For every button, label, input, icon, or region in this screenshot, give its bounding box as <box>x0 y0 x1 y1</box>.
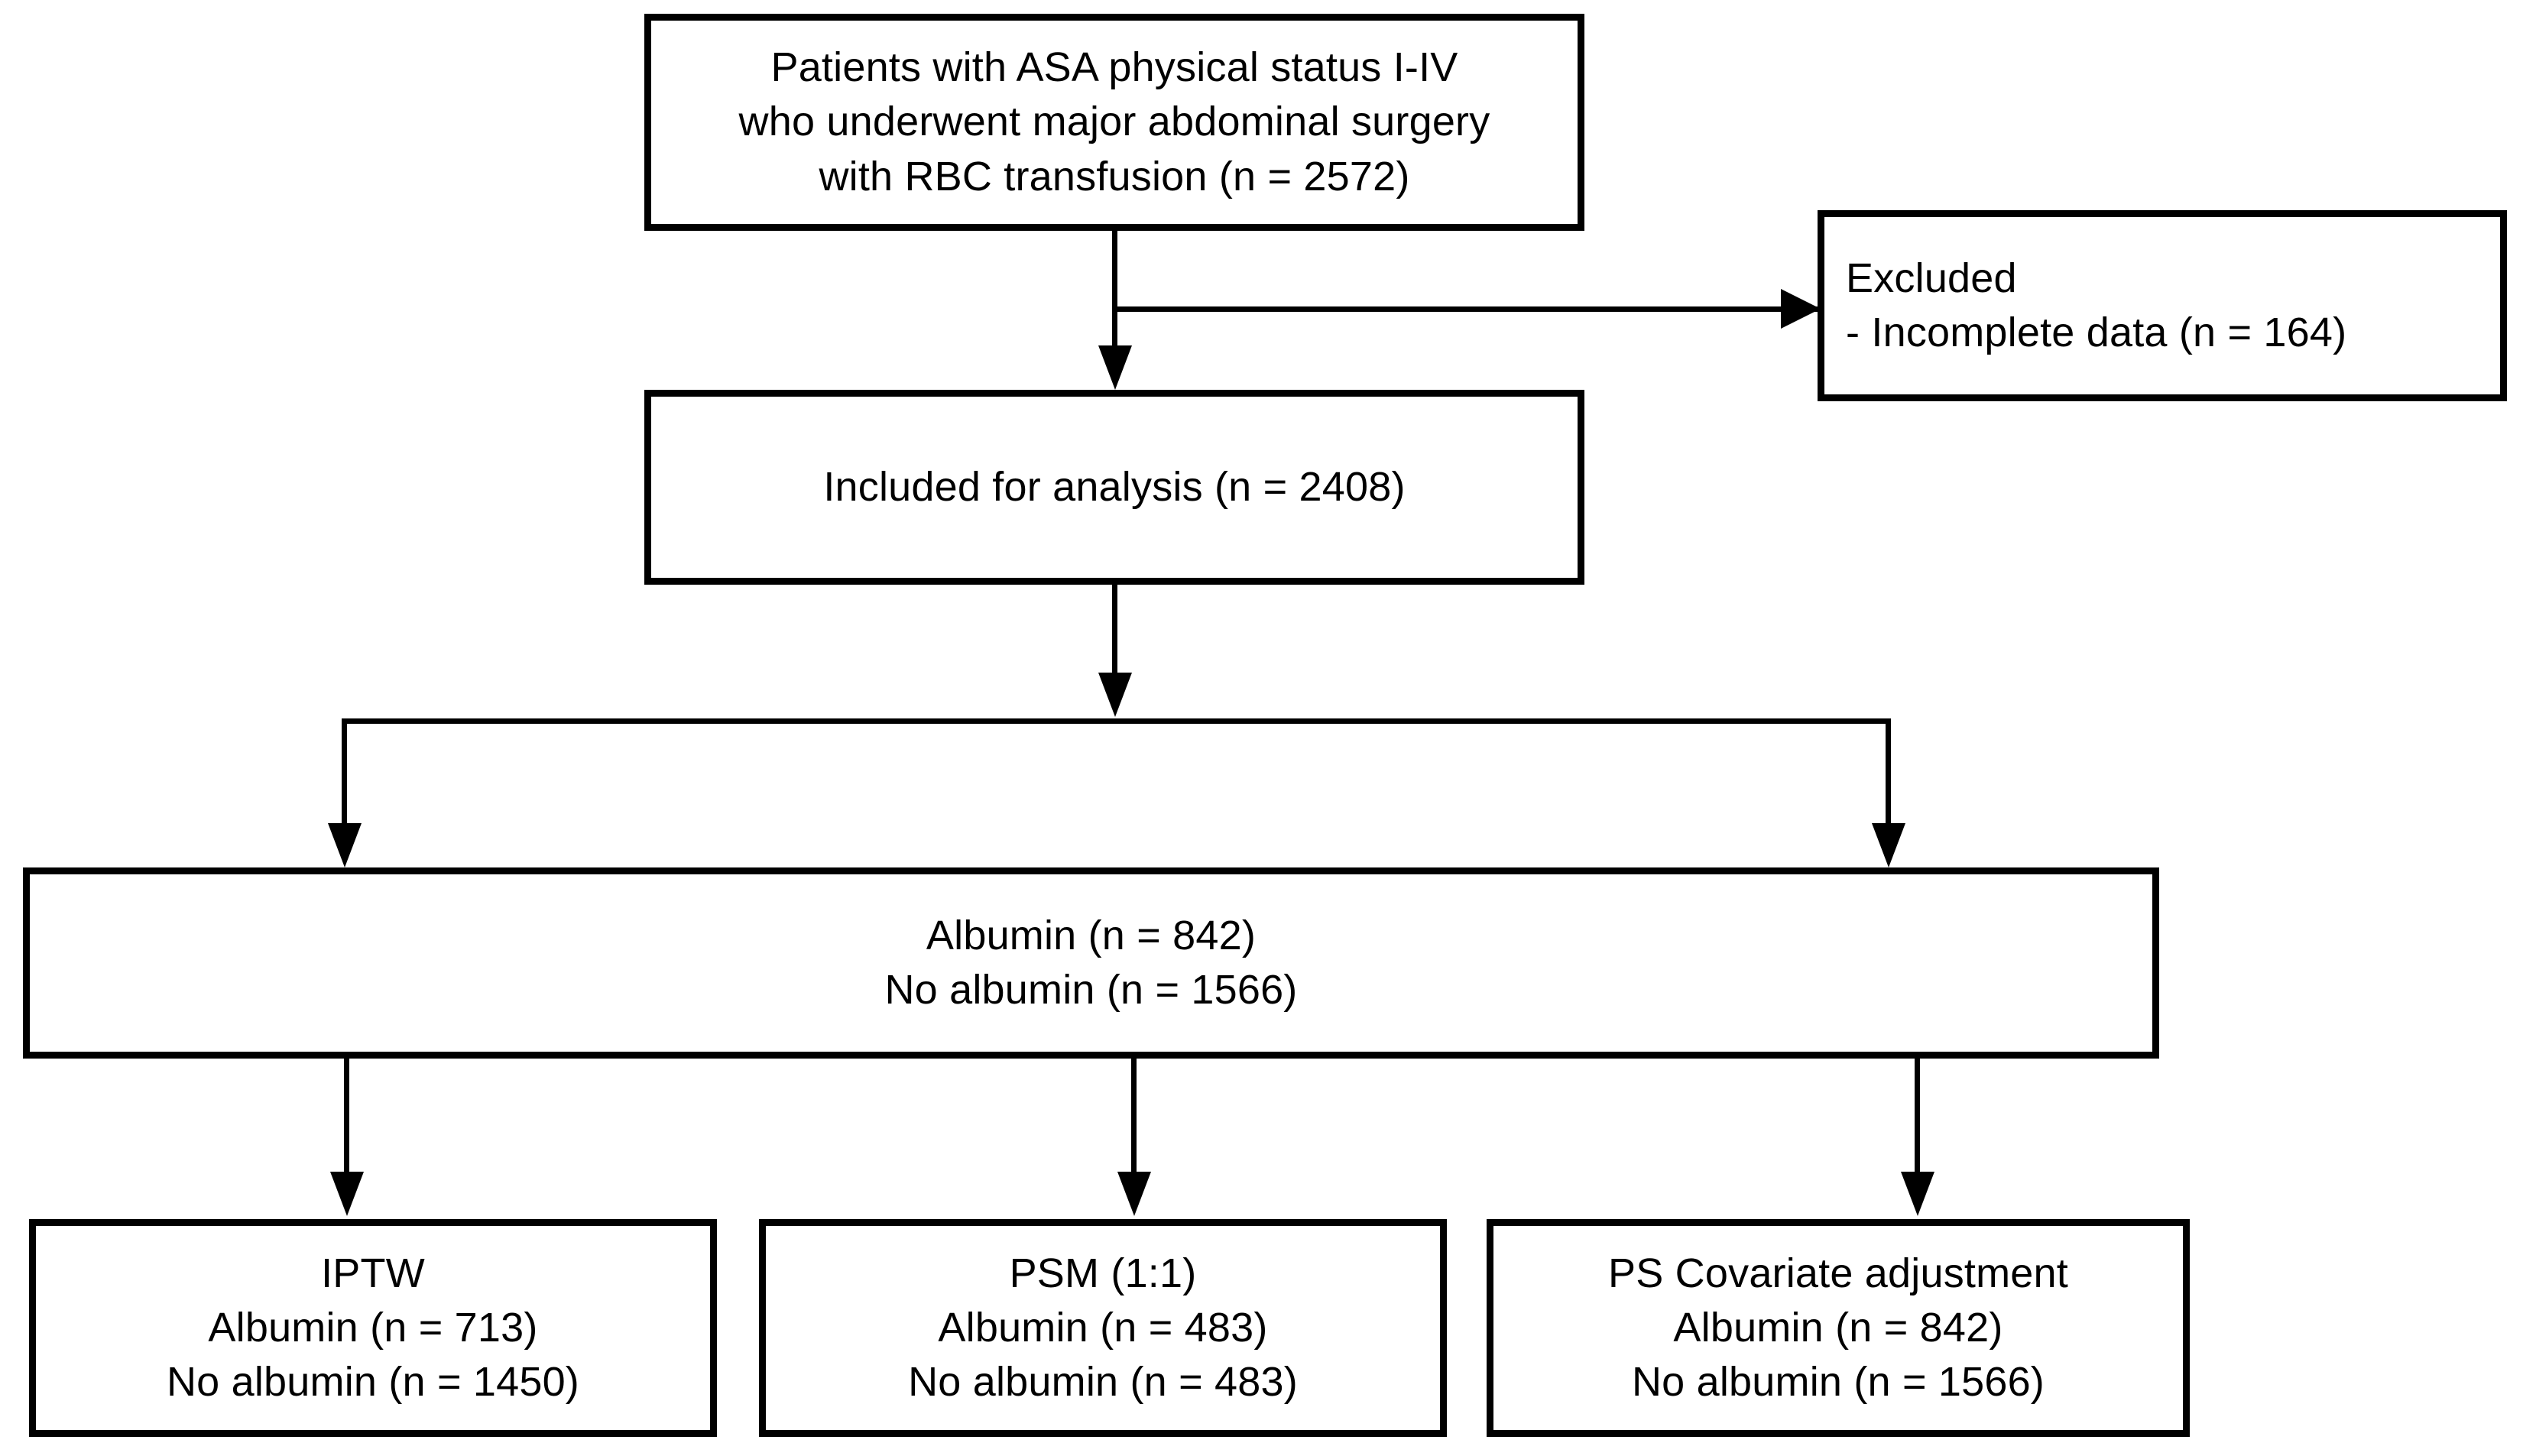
node-source-population-line-3: with RBC transfusion (n = 2572) <box>819 153 1410 199</box>
node-excluded-line-2: - Incomplete data (n = 164) <box>1846 310 2347 355</box>
node-source-population: Patients with ASA physical status I-IV w… <box>644 14 1584 231</box>
node-full-cohort-groups-line-2: No albumin (n = 1566) <box>884 967 1298 1013</box>
node-full-cohort-groups: Albumin (n = 842) No albumin (n = 1566) <box>23 867 2159 1059</box>
edge-cohort-branch-left-arm <box>342 718 347 829</box>
node-included-for-analysis-line-1: Included for analysis (n = 2408) <box>823 463 1406 510</box>
node-iptw-method-line-3: No albumin (n = 1450) <box>166 1359 579 1406</box>
node-excluded-line-1: Excluded <box>1846 255 2017 301</box>
edge-cohort-to-iptw-arrowhead <box>330 1172 364 1216</box>
node-ps-covariate-adjustment-method-line-1: PS Covariate adjustment <box>1608 1250 2068 1296</box>
node-ps-covariate-adjustment-method-line-3: No albumin (n = 1566) <box>1631 1359 2045 1406</box>
edge-included-to-cohort-arrowhead <box>1098 673 1132 717</box>
node-source-population-line-1: Patients with ASA physical status I-IV <box>770 44 1458 91</box>
node-psm-method-line-3: No albumin (n = 483) <box>908 1359 1298 1406</box>
edge-source-to-excluded-arrowhead <box>1781 289 1821 329</box>
edge-cohort-to-iptw-line <box>344 1059 349 1176</box>
edge-source-to-included-arrowhead <box>1098 345 1132 390</box>
node-source-population-line-2: who underwent major abdominal surgery <box>738 99 1490 145</box>
node-iptw-method: IPTW Albumin (n = 713) No albumin (n = 1… <box>29 1219 717 1437</box>
edge-cohort-branch-left-arrowhead <box>328 823 362 867</box>
edge-cohort-branch-right-arm <box>1886 718 1891 829</box>
node-full-cohort-groups-line-1: Albumin (n = 842) <box>926 912 1257 958</box>
node-excluded: Excluded - Incomplete data (n = 164) <box>1818 210 2507 401</box>
node-iptw-method-line-2: Albumin (n = 713) <box>208 1304 538 1351</box>
edge-included-stem <box>1112 585 1117 675</box>
edge-cohort-to-pscov-arrowhead <box>1901 1172 1934 1216</box>
node-included-for-analysis: Included for analysis (n = 2408) <box>644 390 1584 585</box>
node-psm-method-line-2: Albumin (n = 483) <box>938 1304 1268 1351</box>
node-ps-covariate-adjustment-method-line-2: Albumin (n = 842) <box>1673 1304 2003 1351</box>
edge-cohort-branch-bar <box>342 718 1891 724</box>
node-ps-covariate-adjustment-method: PS Covariate adjustment Albumin (n = 842… <box>1487 1219 2190 1437</box>
edge-cohort-to-pscov-line <box>1915 1059 1920 1176</box>
edge-source-stem <box>1112 231 1117 381</box>
edge-cohort-to-psm-line <box>1131 1059 1137 1176</box>
node-iptw-method-line-1: IPTW <box>321 1250 425 1296</box>
node-psm-method: PSM (1:1) Albumin (n = 483) No albumin (… <box>759 1219 1447 1437</box>
edge-source-to-excluded-line <box>1112 306 1818 312</box>
edge-cohort-to-psm-arrowhead <box>1117 1172 1151 1216</box>
edge-cohort-branch-right-arrowhead <box>1872 823 1905 867</box>
node-psm-method-line-1: PSM (1:1) <box>1009 1250 1197 1296</box>
